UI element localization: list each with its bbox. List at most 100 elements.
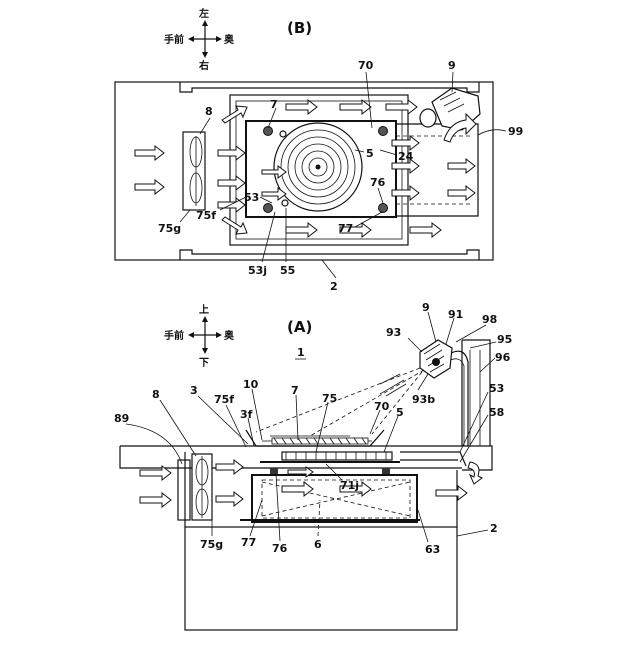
- label-a-5: 5: [396, 406, 404, 419]
- intake-grille: [178, 460, 190, 520]
- leader-a-96: [480, 358, 495, 372]
- label-7: 7: [270, 98, 278, 111]
- top-rail: [180, 82, 479, 92]
- label-a-75f: 75f: [214, 393, 234, 406]
- leader-a-76: [276, 474, 280, 541]
- cookware-heatpattern: [272, 438, 368, 444]
- leader-a-10: [252, 389, 262, 440]
- arrow-diag-upper: [222, 106, 247, 123]
- label-a-71j: 71j: [340, 479, 359, 492]
- label-a-75g: 75g: [200, 538, 223, 551]
- leader-a-2: [457, 530, 488, 536]
- arrow-diag-lower: [222, 217, 247, 234]
- arrow-top-3: [386, 100, 417, 114]
- arrow-a-intake-lower: [140, 493, 171, 507]
- label-9: 9: [448, 59, 456, 72]
- leader-a-3f: [248, 418, 254, 446]
- arrow-fan-out-1: [218, 146, 245, 160]
- camera-a-lens: [432, 358, 440, 366]
- cable-96: [446, 359, 464, 446]
- leader-a-93: [408, 338, 422, 352]
- label-a-58: 58: [489, 406, 504, 419]
- sensor-top-right: [379, 127, 388, 136]
- label-a-75: 75: [322, 392, 337, 405]
- camera-lens: [420, 109, 436, 127]
- label-53: 53: [244, 191, 259, 204]
- leader-53: [260, 197, 272, 203]
- label-a-10: 10: [243, 378, 259, 391]
- leader-a-89: [126, 424, 182, 464]
- label-76: 76: [370, 176, 386, 189]
- figure-b: (B) 左 右 手前 奥: [115, 7, 523, 293]
- label-a-89: 89: [114, 412, 129, 425]
- leader-77: [355, 212, 382, 227]
- leader-a-71j: [326, 464, 342, 480]
- leader-2: [322, 260, 336, 278]
- arrow-a-chamber-1: [282, 482, 313, 496]
- arrow-bottom-3: [410, 223, 441, 237]
- compass-top-label: 左: [198, 7, 209, 20]
- compass-a-bottom-label: 下: [199, 357, 209, 369]
- leader-24: [380, 150, 397, 155]
- arrow-exit-1: [448, 159, 475, 173]
- sensor-a-left: [270, 468, 278, 474]
- arrow-fan-out-3: [218, 198, 245, 212]
- sensor-bottom-right: [379, 204, 388, 213]
- figure-a-title: (A): [287, 318, 312, 336]
- label-a-93b: 93b: [412, 393, 435, 406]
- arrow-a-fan-out-1: [216, 460, 243, 474]
- label-a-91: 91: [448, 308, 463, 321]
- leader-a-70: [370, 410, 380, 434]
- arrow-a-exit: [436, 486, 467, 500]
- label-a-93: 93: [386, 326, 401, 339]
- figure-a: (A) 1 上 下 手前 奥: [114, 301, 512, 630]
- label-a-98: 98: [482, 313, 497, 326]
- duct-boundary: [230, 95, 408, 245]
- label-53j: 53j: [248, 264, 267, 277]
- leader-a-7: [296, 395, 298, 440]
- leader-a-9: [428, 312, 436, 342]
- view-rays: [380, 374, 406, 396]
- compass-a-right-label: 奥: [224, 329, 235, 342]
- label-24: 24: [398, 150, 414, 163]
- leader-99: [478, 130, 506, 135]
- arrow-intake-lower: [135, 180, 164, 194]
- screw-top: [280, 131, 286, 137]
- label-a-76: 76: [272, 542, 288, 555]
- label-77: 77: [338, 222, 353, 235]
- arrow-fan-out-2: [218, 176, 245, 190]
- label-a-3: 3: [190, 384, 198, 397]
- duct-53: [400, 452, 466, 466]
- figure-b-compass: 左 右 手前 奥: [164, 7, 235, 72]
- sensor-bottom-left: [264, 204, 273, 213]
- label-a-96: 96: [495, 351, 511, 364]
- leader-a-8: [160, 400, 196, 456]
- arrow-top-2: [340, 100, 371, 114]
- label-a-53: 53: [489, 382, 504, 395]
- compass-left-label: 手前: [164, 33, 184, 46]
- arrow-a-exhaust-curve: [468, 462, 482, 484]
- label-a-2: 2: [490, 522, 498, 535]
- coil-plate: [282, 452, 392, 460]
- figure-a-compass: 上 下 手前 奥: [164, 303, 235, 369]
- leader-a-95: [470, 342, 496, 348]
- camera-a-device: [420, 340, 452, 378]
- label-8: 8: [205, 105, 213, 118]
- bottom-rail: [180, 250, 479, 260]
- label-a-63: 63: [425, 543, 440, 556]
- label-a-3f: 3f: [240, 408, 253, 421]
- arrow-a-fan-out-2: [216, 492, 243, 506]
- label-2: 2: [330, 280, 338, 293]
- label-a-70: 70: [374, 400, 390, 413]
- fan-unit: [183, 132, 205, 210]
- label-a-6: 6: [314, 538, 322, 551]
- label-a-9: 9: [422, 301, 430, 314]
- label-55: 55: [280, 264, 295, 277]
- label-a-77: 77: [241, 536, 256, 549]
- leader-75g: [180, 210, 190, 222]
- leader-a-63: [418, 510, 428, 542]
- coil-center: [316, 165, 321, 170]
- compass-a-left-label: 手前: [164, 329, 184, 342]
- arrow-coil-in-2: [262, 188, 286, 200]
